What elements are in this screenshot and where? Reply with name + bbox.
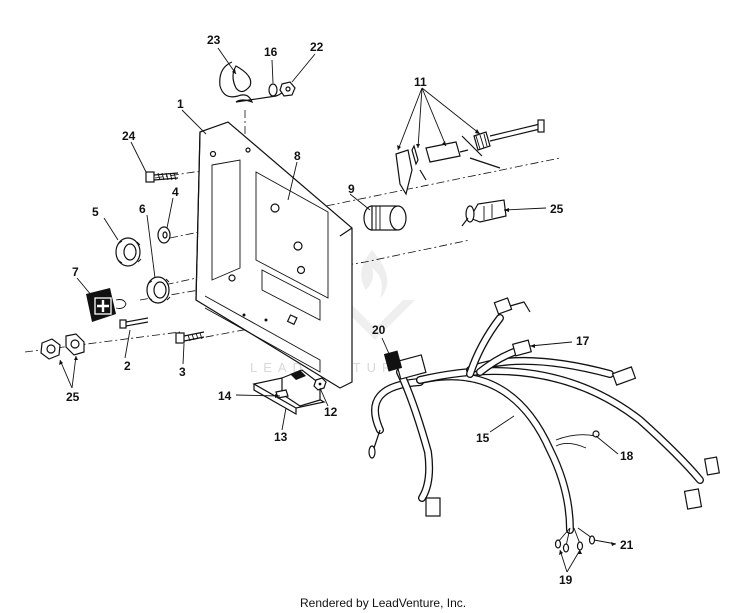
callout-20: 20 (372, 323, 386, 337)
instrument-panel (195, 121, 353, 389)
nut-12 (313, 377, 327, 391)
callouts: 23 16 22 1 24 8 4 5 6 7 2 3 25 9 11 25 1… (66, 33, 634, 587)
callout-8: 8 (294, 149, 301, 163)
callout-18: 18 (620, 449, 634, 463)
switch-assembly-11 (395, 119, 545, 196)
connector-14 (275, 369, 321, 407)
knob-7 (86, 288, 127, 322)
leader-lines (59, 47, 619, 573)
leader-arrowheads (59, 69, 616, 555)
callout-19: 19 (559, 573, 573, 587)
callout-24: 24 (122, 129, 136, 143)
callout-22: 22 (310, 40, 324, 54)
watermark-logo (335, 250, 415, 340)
callout-7: 7 (72, 265, 79, 279)
callout-9: 9 (348, 182, 355, 196)
switch-9 (363, 205, 407, 231)
callout-11: 11 (414, 75, 427, 89)
callout-16: 16 (264, 45, 278, 59)
callout-1: 1 (177, 97, 184, 111)
nut-25-left (40, 333, 85, 360)
callout-14: 14 (218, 389, 232, 403)
wiring-harness-15 (371, 314, 704, 534)
callout-3: 3 (179, 365, 186, 379)
toggle-switch-25 (461, 199, 507, 227)
harness-connectors (368, 297, 720, 553)
screw-24 (145, 171, 179, 183)
callout-2: 2 (124, 359, 131, 373)
nut-5 (115, 237, 142, 267)
callout-23: 23 (207, 33, 221, 47)
screw-2 (119, 317, 149, 329)
washer-4 (157, 226, 171, 244)
callout-12: 12 (324, 405, 338, 419)
callout-17: 17 (576, 334, 590, 348)
footer-credit: Rendered by LeadVenture, Inc. (300, 596, 466, 610)
screw-3 (175, 331, 205, 344)
callout-21: 21 (620, 538, 634, 552)
callout-25-right: 25 (550, 202, 564, 216)
nut-22 (279, 81, 296, 97)
callout-13: 13 (274, 430, 288, 444)
callout-6: 6 (139, 202, 146, 216)
washer-16 (268, 83, 278, 97)
spring-clip (219, 61, 285, 104)
callout-25-left: 25 (66, 390, 80, 404)
nut-6 (146, 276, 171, 304)
callout-15: 15 (476, 431, 490, 445)
callout-4: 4 (172, 185, 179, 199)
callout-5: 5 (92, 205, 99, 219)
